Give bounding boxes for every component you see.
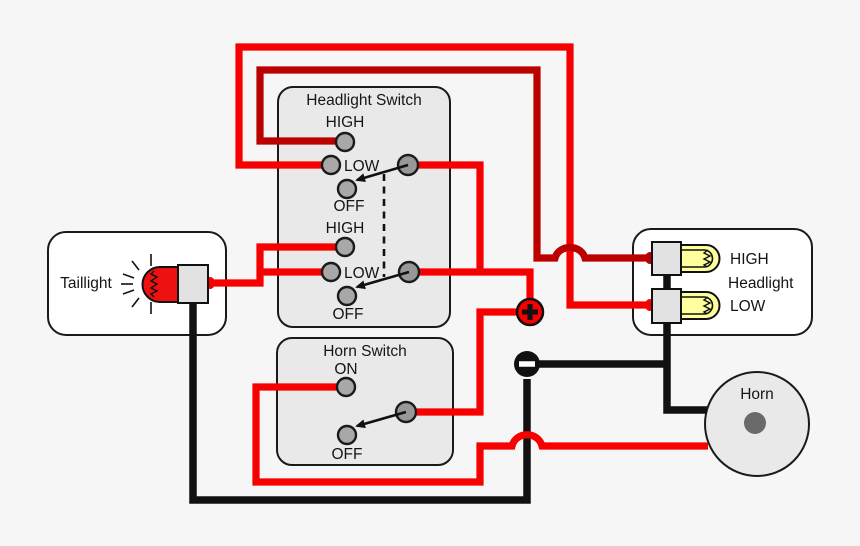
taillight-filament (149, 270, 159, 298)
wire-ground-taillight-to-battery (189, 300, 531, 504)
lower-switch-arm (355, 270, 410, 290)
upper-off-label: OFF (334, 198, 365, 215)
horn-off-label: OFF (332, 446, 363, 463)
horn-switch-title: Horn Switch (323, 343, 407, 360)
lower-high-label: HIGH (326, 220, 365, 237)
headlight-label: Headlight (728, 275, 794, 292)
horn-on-label: ON (334, 361, 357, 378)
headlight-low-bulb-envelope (681, 296, 714, 315)
headlight-low-bulb (679, 291, 721, 320)
battery-positive-terminal (515, 297, 545, 327)
horn-center-dot (744, 412, 766, 434)
battery-negative-terminal (514, 351, 540, 377)
lower-off-terminal (336, 285, 358, 307)
upper-off-terminal (336, 178, 358, 200)
wire-lower-pivot-to-battery (409, 268, 534, 300)
horn-on-terminal (335, 376, 357, 398)
lower-off-label: OFF (333, 306, 364, 323)
headlight-switch-title: Headlight Switch (306, 92, 421, 109)
wire-low-beam-feed (235, 43, 650, 309)
headlight-high-bulb (679, 244, 721, 273)
horn-label: Horn (740, 386, 774, 403)
lower-low-terminal (320, 261, 342, 283)
taillight-rays (121, 254, 152, 314)
upper-low-label: LOW (344, 158, 380, 175)
headlight-low-filament (702, 296, 712, 315)
headlight-high-connector (651, 241, 682, 276)
plus-icon (522, 304, 538, 320)
upper-switch-arm (355, 163, 409, 183)
horn-off-terminal (336, 424, 358, 446)
lower-low-label: LOW (344, 265, 380, 282)
horn-switch-arm (355, 410, 407, 429)
wire-high-beam-feed (256, 66, 650, 262)
headlight-low-connector (651, 288, 682, 324)
wire-horn-switch-to-horn (252, 383, 708, 486)
horn-switch-box (276, 337, 454, 466)
upper-low-terminal (320, 154, 342, 176)
headlight-high-label: HIGH (730, 251, 769, 268)
wire-ground-headlight-to-horn (663, 320, 707, 414)
taillight-label: Taillight (60, 275, 112, 292)
wire-upper-pivot-feed (408, 161, 484, 272)
headlight-high-filament (702, 249, 712, 268)
taillight-bulb (141, 266, 181, 303)
upper-high-terminal (334, 131, 356, 153)
lower-high-terminal (334, 236, 356, 258)
wire-taillight-feed-high (206, 243, 345, 287)
headlight-low-label: LOW (730, 298, 766, 315)
upper-high-label: HIGH (326, 114, 365, 131)
wire-battery-to-horn-switch (407, 308, 516, 416)
headlight-high-bulb-envelope (681, 249, 714, 268)
taillight-connector (177, 264, 209, 304)
